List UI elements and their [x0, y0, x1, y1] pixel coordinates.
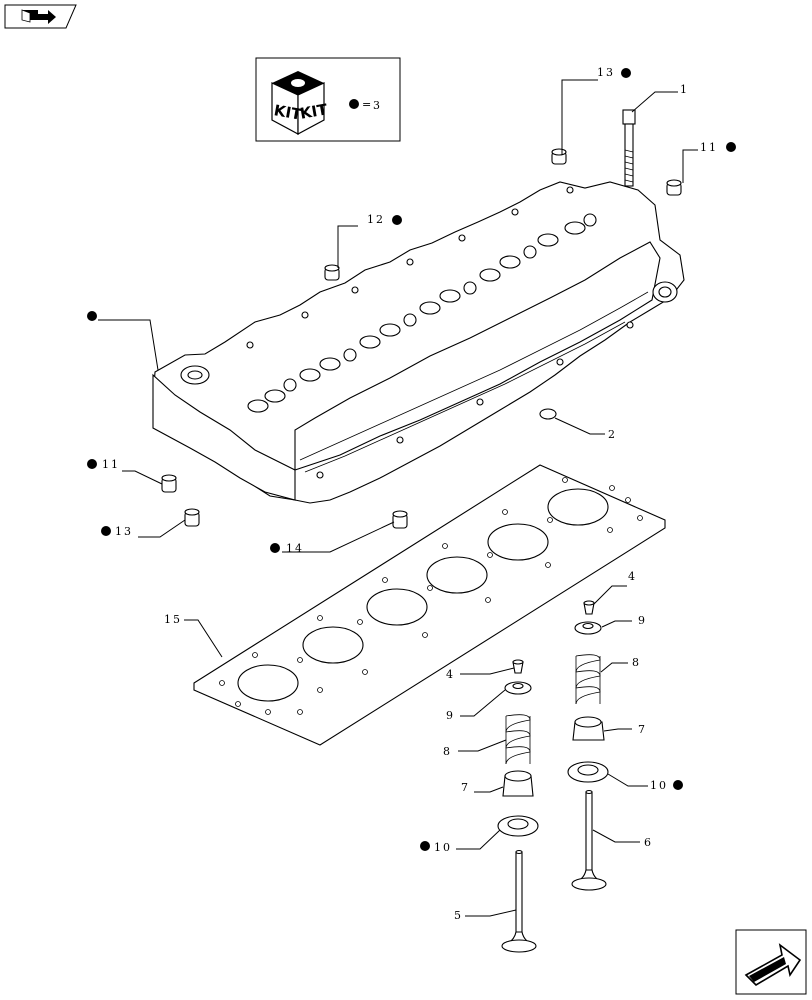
- kit-bullet-13-top: [621, 68, 631, 78]
- callout-11-top: 11: [700, 141, 718, 154]
- dowel-2: [539, 408, 557, 420]
- kit-bullet-12: [392, 215, 402, 225]
- cylinder-head: [152, 181, 685, 504]
- head-bolt: [622, 109, 636, 187]
- kit-bullet-14: [270, 543, 280, 553]
- plug-11-left: [161, 474, 177, 493]
- callout-4-right: 4: [628, 570, 637, 583]
- callout-6: 6: [644, 836, 653, 849]
- kit-bullet-11-top: [726, 142, 736, 152]
- kit-bullet-10-left: [420, 841, 430, 851]
- callout-7-right: 7: [638, 723, 647, 736]
- kit-label-right: KIT: [299, 100, 330, 123]
- callout-14: 14: [286, 542, 304, 555]
- callout-10-left: 10: [434, 841, 452, 854]
- callout-1: 1: [680, 83, 689, 96]
- callout-labels: 13 1 11 12 2 11 13 14 15 4 9 8 7 10 6 4 …: [87, 66, 736, 922]
- kit-legend-box: KIT KIT = 3: [255, 57, 401, 142]
- head-bolt-holes: [246, 186, 634, 479]
- callout-7-left: 7: [461, 781, 470, 794]
- valve-seats: [247, 221, 586, 413]
- next-page-arrow-icon[interactable]: [735, 929, 807, 995]
- callout-2: 2: [608, 428, 617, 441]
- kit-bullet-11-left: [87, 459, 97, 469]
- callout-4-left: 4: [446, 668, 455, 681]
- exhaust-valve: [571, 789, 607, 891]
- callout-5: 5: [454, 909, 463, 922]
- kit-bullet-head: [87, 311, 97, 321]
- kit-equals: =: [362, 98, 371, 111]
- plug-13-left: [184, 508, 200, 527]
- kit-box-icon: [271, 71, 325, 136]
- kit-bullet-13-left: [101, 526, 111, 536]
- callout-9-right: 9: [638, 614, 647, 627]
- callout-13-top: 13: [597, 66, 615, 79]
- kit-bullet-10-right: [673, 780, 683, 790]
- head-gasket: [193, 464, 666, 746]
- callout-12: 12: [367, 213, 385, 226]
- callout-11-left: 11: [102, 458, 120, 471]
- valve-train-exhaust: [567, 600, 609, 891]
- callout-8-left: 8: [443, 745, 452, 758]
- callout-10-right: 10: [650, 779, 668, 792]
- valve-spring-right: [575, 654, 601, 705]
- plug-12: [324, 264, 340, 281]
- leader-lines: [98, 79, 698, 917]
- kit-ref: 3: [373, 99, 382, 112]
- plug-11-top: [666, 179, 682, 196]
- callout-15: 15: [164, 613, 182, 626]
- intake-valve: [501, 849, 537, 953]
- callout-8-right: 8: [632, 656, 641, 669]
- valve-train-intake: [497, 659, 539, 953]
- callout-13-left: 13: [115, 525, 133, 538]
- plug-14: [392, 510, 408, 529]
- kit-label-left: KIT: [273, 101, 304, 124]
- plug-13-top: [551, 148, 567, 165]
- valve-spring-left: [505, 714, 531, 765]
- kit-bullet: [349, 99, 359, 109]
- callout-9-left: 9: [446, 709, 455, 722]
- book-arrow-icon[interactable]: [4, 4, 77, 29]
